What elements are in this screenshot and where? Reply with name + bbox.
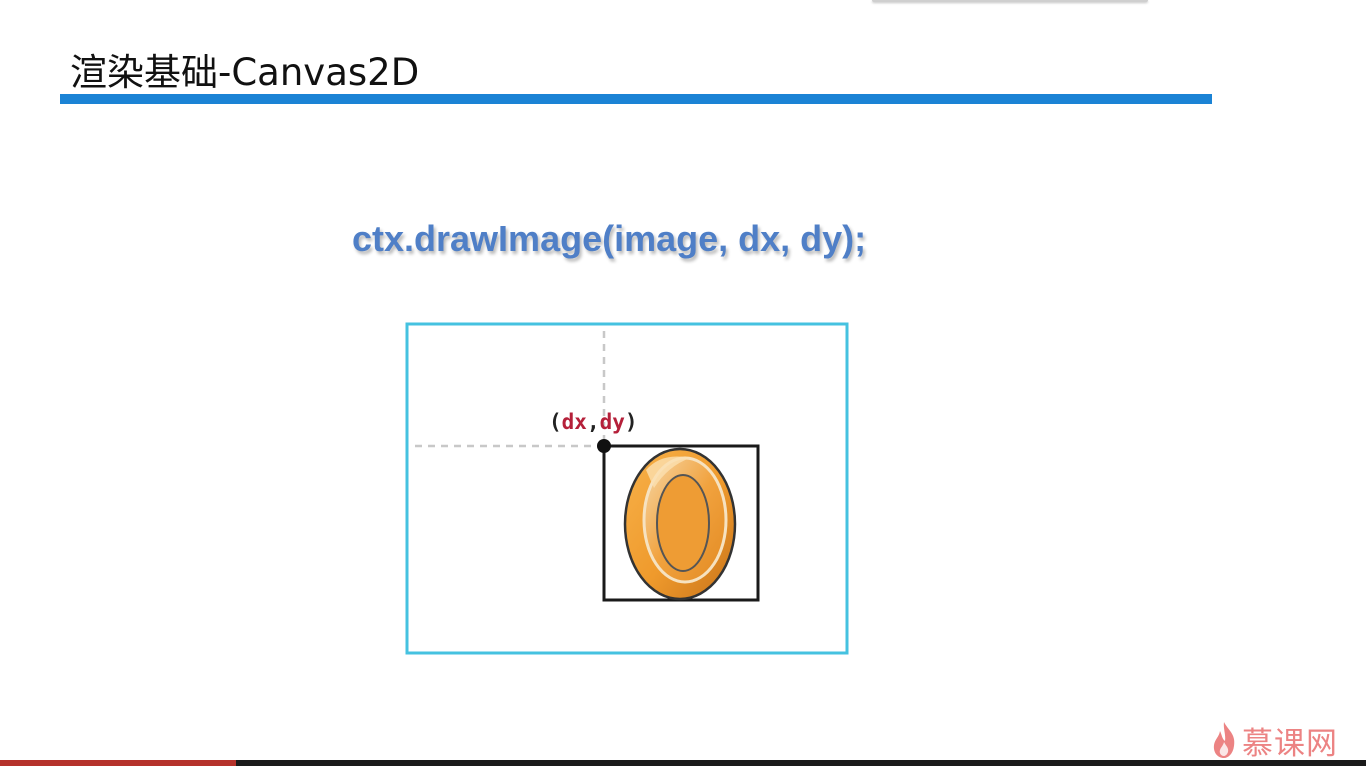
coordinate-label: (dx,dy) (549, 410, 638, 434)
coord-comma: , (587, 410, 600, 434)
bottom-bar (0, 760, 1366, 766)
coord-dx: dx (562, 410, 588, 434)
brand-name: 慕课网 (1242, 725, 1338, 762)
slide-title: 渲染基础-Canvas2D (70, 51, 420, 94)
coord-dy: dy (600, 410, 626, 434)
code-line: ctx.drawImage(image, dx, dy); (352, 218, 867, 259)
coord-paren-close: ) (625, 410, 638, 434)
brand-logo: 慕课网 (1210, 718, 1338, 762)
title-underline (60, 94, 1212, 104)
origin-point (597, 439, 611, 453)
coin-icon (623, 447, 737, 601)
canvas-frame (405, 322, 849, 655)
flame-logo-icon (1213, 722, 1235, 758)
bottom-bar-progress (0, 760, 236, 766)
top-tab-edge (872, 0, 1148, 2)
coord-paren-open: ( (549, 410, 562, 434)
